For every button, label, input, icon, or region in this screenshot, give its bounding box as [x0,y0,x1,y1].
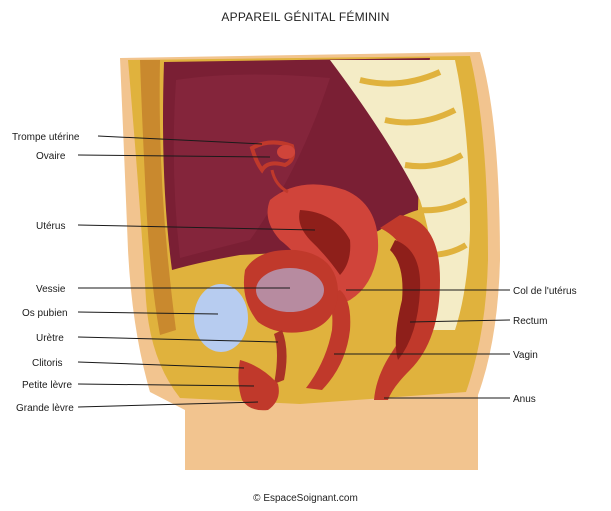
label-os-pubien: Os pubien [22,308,68,319]
label-vessie: Vessie [36,284,66,295]
label-clitoris: Clitoris [32,358,63,369]
label-anus: Anus [513,394,536,405]
label-trompe-uterine: Trompe utérine [12,132,80,143]
label-uretre: Urètre [36,333,64,344]
label-uterus: Utérus [36,221,65,232]
label-rectum: Rectum [513,316,547,327]
ovary [277,145,295,159]
label-col-uterus: Col de l'utérus [513,286,577,297]
label-petite-levre: Petite lèvre [22,380,72,391]
label-grande-levre: Grande lèvre [16,403,74,414]
bladder-inner [256,268,324,312]
copyright-credit: © EspaceSoignant.com [0,493,611,504]
label-ovaire: Ovaire [36,151,66,162]
label-vagin: Vagin [513,350,538,361]
pubic-bone [194,284,248,352]
